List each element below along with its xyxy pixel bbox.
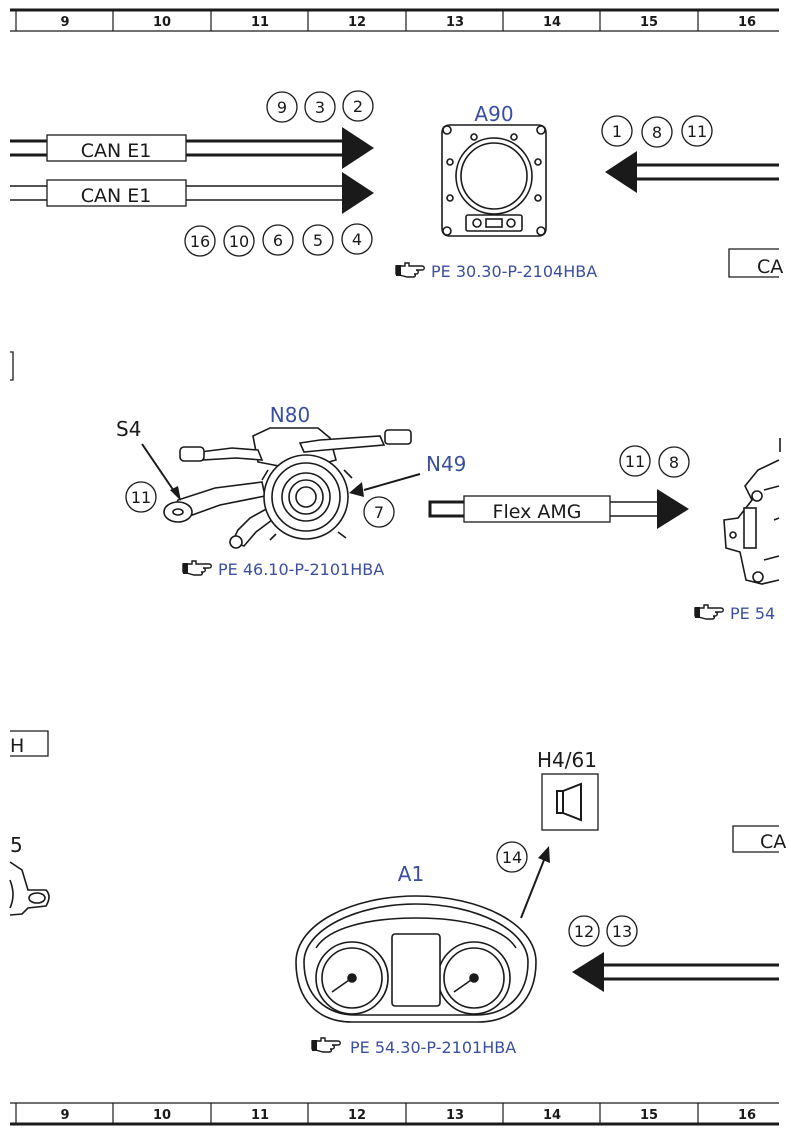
- ruler-col-label: 15: [640, 15, 658, 30]
- can-bus-label: CA: [760, 831, 786, 853]
- pointing-hand-icon: [694, 604, 724, 620]
- connector-number: 6: [273, 231, 283, 250]
- ruler-col-label: 13: [446, 15, 464, 30]
- top-ruler: 9 10 11 12 13 14 15 16: [10, 8, 779, 32]
- reference-link: PE 30.30-P-2104HBA: [431, 262, 597, 281]
- pointing-hand-icon: [395, 262, 425, 278]
- connector-number: 8: [652, 123, 662, 142]
- ruler-col-label: 11: [251, 1108, 269, 1123]
- ruler-col-label: 12: [348, 1108, 366, 1123]
- ruler-col-label: 10: [153, 1108, 171, 1123]
- connector-number: 7: [374, 503, 384, 522]
- connector-circle: [125, 481, 157, 513]
- a90-module-drawing: [441, 124, 547, 237]
- connector-numbers-a1: 12 13: [568, 915, 638, 947]
- steering-column-module-drawing: [163, 427, 412, 549]
- flex-amg-bus: Flex AMG: [428, 489, 689, 529]
- component-label-a90: A90: [474, 102, 513, 126]
- reference-link: PE 54: [730, 604, 775, 623]
- component-label-n49: N49: [426, 452, 466, 476]
- partial-sensor-left-drawing: [9, 861, 50, 916]
- bus-label-right-partial-1: CA: [728, 248, 783, 278]
- ruler-col-label: 12: [348, 15, 366, 30]
- pointing-hand-icon: [311, 1037, 341, 1053]
- connector-circle: [496, 841, 528, 873]
- speaker-icon: [556, 782, 582, 822]
- connector-circle: [363, 496, 395, 528]
- connector-numbers-top: 9 3 2: [266, 90, 374, 123]
- can-bus-upper: CAN E1: [10, 127, 374, 169]
- reference-link: PE 54.30-P-2101HBA: [350, 1038, 516, 1057]
- reference-a1: PE 54.30-P-2101HBA: [311, 1037, 516, 1057]
- partial-box-left: H: [10, 730, 49, 757]
- flex-bus-numbers: 11 8: [619, 445, 690, 478]
- can-bus-lower: CAN E1: [10, 172, 374, 214]
- connector-numbers-right: 1 8 11: [601, 115, 713, 148]
- connector-number: 12: [574, 922, 594, 941]
- h461-leader: [520, 846, 550, 919]
- ruler-col-label: 13: [446, 1108, 464, 1123]
- component-label-h461: H4/61: [537, 748, 597, 772]
- reference-n80: PE 46.10-P-2101HBA: [182, 560, 384, 579]
- ruler-col-label: 16: [738, 1108, 756, 1123]
- connector-number: 11: [131, 488, 151, 507]
- frame-edge-left: [10, 351, 14, 381]
- connector-number: 5: [313, 231, 323, 250]
- bottom-ruler: 9 10 11 12 13 14 15 16: [10, 1102, 779, 1126]
- connector-number: 2: [353, 97, 363, 116]
- incoming-bus-right-upper: [605, 151, 779, 193]
- connector-number: 4: [352, 230, 362, 249]
- flex-bus-label: Flex AMG: [493, 501, 582, 523]
- h461-speaker-box: [541, 773, 599, 831]
- connector-number: 13: [612, 922, 632, 941]
- connector-number: 1: [612, 122, 622, 141]
- ruler-col-label: 16: [738, 15, 756, 30]
- connector-numbers-bottom: 16 10 6 5 4: [184, 223, 373, 257]
- ruler-col-label: 9: [60, 15, 69, 30]
- connector-number: 8: [669, 453, 679, 472]
- connector-number: 11: [625, 452, 645, 471]
- connector-number: 14: [502, 848, 522, 867]
- reference-partial-right: PE 54: [694, 604, 775, 623]
- pointing-hand-icon: [182, 560, 212, 576]
- connector-number: 16: [190, 232, 210, 251]
- component-label-n80: N80: [270, 403, 310, 427]
- component-label-s4: S4: [116, 417, 141, 441]
- component-label-a1: A1: [398, 862, 424, 886]
- can-bus-label: CA: [757, 256, 783, 278]
- connector-number: 10: [229, 232, 249, 251]
- connector-number: 3: [315, 98, 325, 117]
- ruler-col-label: 15: [640, 1108, 658, 1123]
- instrument-cluster-drawing: [295, 895, 537, 1023]
- ruler-col-label: 10: [153, 15, 171, 30]
- partial-module-right-drawing: [723, 438, 781, 585]
- reference-link: PE 46.10-P-2101HBA: [218, 560, 384, 579]
- connector-number: 9: [277, 98, 287, 117]
- can-bus-label: CAN E1: [81, 185, 152, 207]
- connector-number: 11: [687, 122, 707, 141]
- partial-component-label: 5: [10, 833, 23, 857]
- leader-lines: [141, 443, 421, 501]
- ruler-col-label: 14: [543, 15, 561, 30]
- partial-label: H: [10, 735, 24, 757]
- incoming-bus-right-lower: [572, 952, 779, 992]
- ruler-col-label: 11: [251, 15, 269, 30]
- ruler-col-label: 14: [543, 1108, 561, 1123]
- ruler-col-label: 9: [60, 1108, 69, 1123]
- can-bus-label: CAN E1: [81, 140, 152, 162]
- bus-label-right-partial-2: CA: [732, 825, 786, 853]
- reference-a90: PE 30.30-P-2104HBA: [395, 262, 597, 281]
